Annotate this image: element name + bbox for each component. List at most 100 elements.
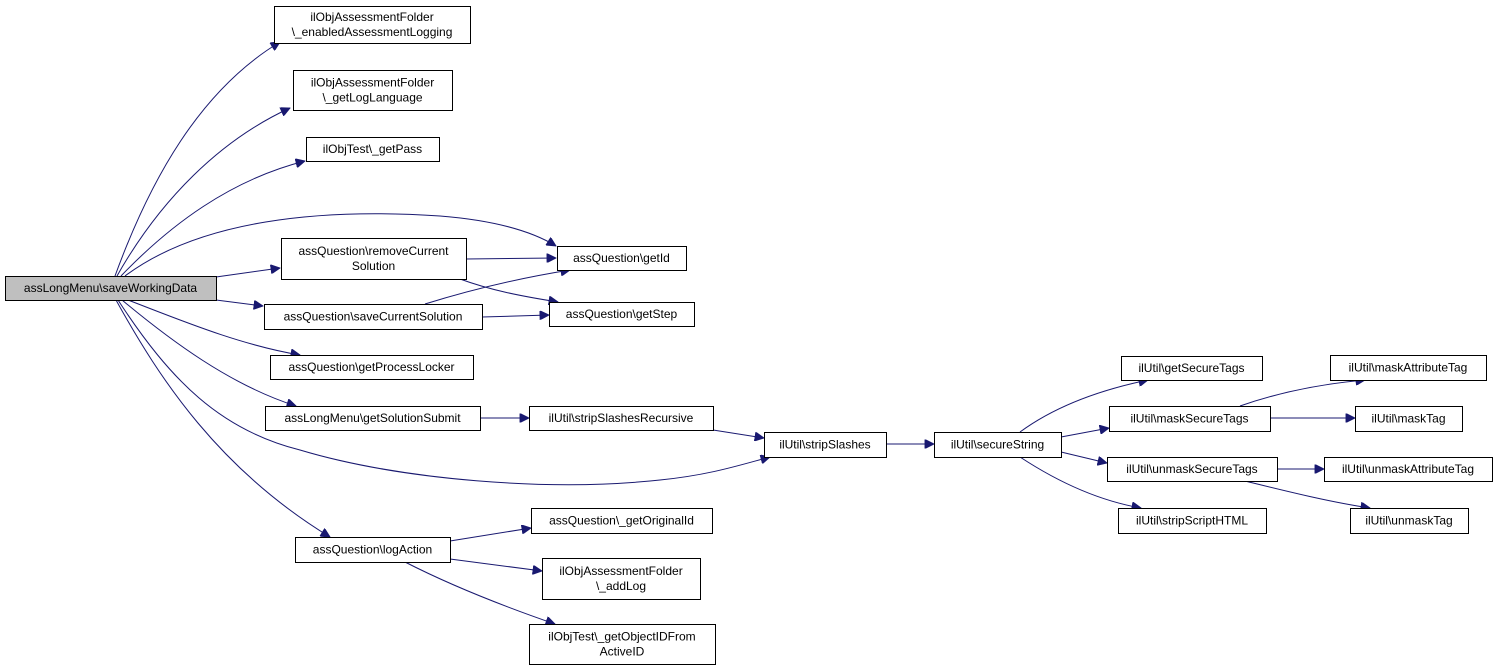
edge-saveCurrentSolution-to-getStep	[481, 315, 549, 317]
edge-logAction-to-getObjectIDFromActiveID	[404, 561, 555, 624]
node-enabledLogging[interactable]: ilObjAssessmentFolder\_enabledAssessment…	[274, 6, 471, 44]
node-getSolutionSubmit[interactable]: assLongMenu\getSolutionSubmit	[265, 406, 481, 431]
node-root[interactable]: assLongMenu\saveWorkingData	[5, 276, 217, 301]
node-label: \_addLog	[596, 579, 646, 593]
node-box	[542, 558, 701, 600]
edge-line	[215, 268, 280, 278]
edge-line	[116, 108, 290, 277]
edge-line	[424, 270, 570, 305]
edge-line	[1244, 480, 1370, 508]
node-box	[1324, 457, 1493, 482]
edge-removeCurrentSolution-to-getStep	[459, 278, 558, 302]
edge-saveCurrentSolution-to-getId	[424, 270, 570, 305]
edge-line	[124, 213, 556, 277]
edge-root-to-enabledLogging	[114, 42, 280, 277]
node-stripSlashesRecursive[interactable]: ilUtil\stripSlashesRecursive	[529, 406, 714, 431]
node-label: assQuestion\_getOriginalId	[549, 514, 694, 528]
node-label: ilUtil\stripScriptHTML	[1136, 514, 1248, 528]
node-unmaskTag[interactable]: ilUtil\unmaskTag	[1350, 508, 1469, 534]
edge-line	[449, 528, 531, 542]
edge-root-to-logAction	[115, 299, 330, 537]
edge-line	[404, 561, 555, 624]
edge-root-to-stripSlashes	[117, 299, 770, 486]
node-label: assQuestion\removeCurrent	[298, 244, 449, 258]
node-label: \_getLogLanguage	[322, 91, 422, 105]
node-box	[1330, 355, 1487, 381]
node-box	[1107, 457, 1278, 482]
node-saveCurrentSolution[interactable]: assQuestion\saveCurrentSolution	[264, 304, 483, 330]
node-box	[1350, 508, 1469, 534]
node-label: \_enabledAssessmentLogging	[292, 25, 453, 39]
node-label: ilUtil\unmaskAttributeTag	[1342, 462, 1474, 476]
node-label: ilUtil\unmaskSecureTags	[1126, 462, 1257, 476]
node-secureString[interactable]: ilUtil\secureString	[934, 432, 1062, 458]
node-box	[529, 624, 716, 665]
node-label: ilUtil\stripSlashesRecursive	[549, 411, 694, 425]
edge-line	[1239, 380, 1365, 407]
edge-line	[712, 429, 764, 438]
edge-root-to-saveCurrentSolution	[215, 299, 263, 306]
edge-root-to-getLogLanguage	[116, 108, 290, 277]
node-addLog[interactable]: ilObjAssessmentFolder\_addLog	[542, 558, 701, 600]
node-box	[265, 406, 481, 431]
edge-secureString-to-maskSecureTags	[1060, 428, 1109, 438]
node-label: assQuestion\saveCurrentSolution	[284, 310, 463, 324]
node-label: ilObjAssessmentFolder	[559, 564, 682, 578]
node-box	[557, 246, 687, 271]
node-getSecureTags[interactable]: ilUtil\getSecureTags	[1121, 356, 1263, 381]
node-box	[529, 406, 714, 431]
node-maskAttributeTag[interactable]: ilUtil\maskAttributeTag	[1330, 355, 1487, 381]
edge-line	[449, 558, 542, 571]
edge-root-to-getSolutionSubmit	[121, 299, 296, 406]
node-box	[549, 302, 695, 327]
node-getOriginalId[interactable]: assQuestion\_getOriginalId	[531, 508, 713, 534]
node-unmaskAttributeTag[interactable]: ilUtil\unmaskAttributeTag	[1324, 457, 1493, 482]
node-label: ilObjTest\_getPass	[323, 142, 422, 156]
node-getLogLanguage[interactable]: ilObjAssessmentFolder\_getLogLanguage	[293, 70, 453, 111]
edge-logAction-to-getOriginalId	[449, 528, 531, 542]
node-label: ilUtil\secureString	[951, 438, 1044, 452]
node-box	[1355, 406, 1463, 432]
node-stripScriptHTML[interactable]: ilUtil\stripScriptHTML	[1118, 508, 1267, 534]
node-getProcessLocker[interactable]: assQuestion\getProcessLocker	[270, 355, 474, 380]
edge-line	[215, 299, 263, 306]
node-getStep[interactable]: assQuestion\getStep	[549, 302, 695, 327]
edge-line	[117, 299, 770, 486]
node-maskSecureTags[interactable]: ilUtil\maskSecureTags	[1109, 406, 1271, 432]
node-label: assQuestion\getStep	[566, 307, 678, 321]
edge-line	[115, 299, 330, 537]
edge-removeCurrentSolution-to-getId	[465, 258, 556, 259]
node-logAction[interactable]: assQuestion\logAction	[295, 537, 451, 563]
node-label: assQuestion\getProcessLocker	[288, 360, 454, 374]
node-box	[764, 432, 887, 458]
edge-secureString-to-unmaskSecureTags	[1060, 451, 1107, 463]
node-maskTag[interactable]: ilUtil\maskTag	[1355, 406, 1463, 432]
node-getPass[interactable]: ilObjTest\_getPass	[306, 137, 440, 162]
edges-layer	[114, 42, 1370, 624]
node-label: ilObjAssessmentFolder	[310, 10, 433, 24]
node-box	[934, 432, 1062, 458]
node-box	[5, 276, 217, 301]
edge-logAction-to-addLog	[449, 558, 542, 571]
edge-line	[459, 278, 558, 302]
node-label: ilUtil\getSecureTags	[1138, 361, 1244, 375]
node-label: ilUtil\maskSecureTags	[1130, 412, 1248, 426]
edge-root-to-getId	[124, 213, 556, 277]
node-box	[274, 6, 471, 44]
edge-line	[1019, 456, 1141, 508]
node-box	[1118, 508, 1267, 534]
node-getId[interactable]: assQuestion\getId	[557, 246, 687, 271]
node-stripSlashes[interactable]: ilUtil\stripSlashes	[764, 432, 887, 458]
node-unmaskSecureTags[interactable]: ilUtil\unmaskSecureTags	[1107, 457, 1278, 482]
edge-line	[465, 258, 556, 259]
node-box	[281, 238, 467, 280]
edge-secureString-to-stripScriptHTML	[1019, 456, 1141, 508]
node-label: ilObjAssessmentFolder	[311, 76, 434, 90]
node-label: assQuestion\logAction	[313, 543, 432, 557]
node-label: ActiveID	[600, 645, 645, 659]
edge-line	[114, 42, 280, 277]
node-box	[295, 537, 451, 563]
